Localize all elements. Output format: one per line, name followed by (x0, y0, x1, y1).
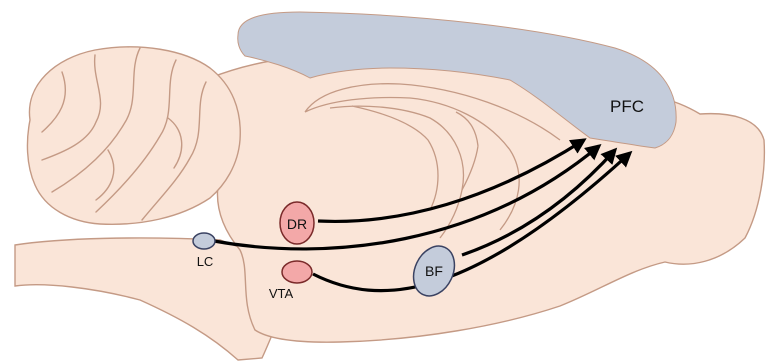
pfc-label: PFC (610, 97, 644, 116)
vta-label: VTA (269, 286, 294, 301)
lc-label: LC (197, 254, 214, 269)
vta-nucleus (282, 261, 312, 283)
lc-nucleus (193, 233, 215, 249)
bf-label: BF (425, 263, 443, 279)
dr-label: DR (287, 216, 307, 232)
